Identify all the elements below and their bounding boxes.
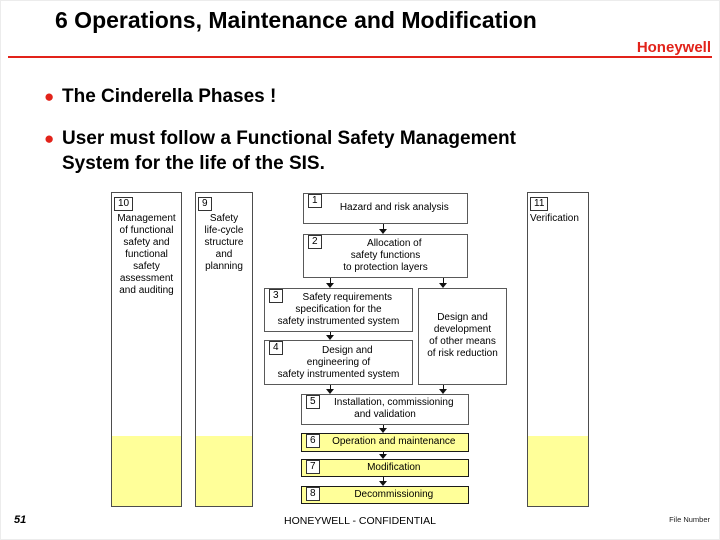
column-lifecycle-structure-planning: 9 Safety life-cycle structure and planni…	[195, 192, 253, 507]
column-label: Management of functional safety and func…	[117, 213, 176, 296]
step-box-7-modification: 7 Modification	[301, 459, 469, 477]
box-label: Operation and maintenance	[332, 436, 456, 447]
step-box-2-allocation-safety-functions: 2 Allocation of safety functions to prot…	[303, 234, 468, 278]
bullet-item: ● User must follow a Functional Safety M…	[44, 126, 516, 176]
column-management-of-functional-safety: 10 Management of functional safety and f…	[111, 192, 182, 507]
step-number-chip: 7	[306, 460, 320, 474]
step-box-8-decommissioning: 8 Decommissioning	[301, 486, 469, 504]
step-number-chip: 5	[306, 395, 320, 409]
column-label: Verification	[530, 213, 579, 224]
box-label: Decommissioning	[354, 489, 434, 500]
bullet-text: User must follow a Functional Safety Man…	[62, 128, 516, 174]
arrow-4-to-5	[326, 385, 335, 394]
step-number-chip: 11	[530, 197, 549, 211]
step-box-5-installation-commissioning: 5 Installation, commissioning and valida…	[301, 394, 469, 425]
honeywell-logo: Honeywell	[636, 39, 711, 56]
step-number-chip: 2	[308, 235, 322, 249]
step-box-3-safety-requirements-spec: 3 Safety requirements specification for …	[264, 288, 413, 332]
arrow-2-to-3	[326, 278, 335, 288]
box-label: Modification	[367, 462, 421, 473]
arrow-3-to-4	[326, 332, 335, 340]
column-verification: 11 Verification	[527, 192, 589, 507]
footer-confidential: HONEYWELL - CONFIDENTIAL	[284, 515, 436, 527]
step-number-chip: 1	[308, 194, 322, 208]
arrow-6-to-7	[379, 452, 388, 459]
step-number-chip: 6	[306, 434, 320, 448]
arrow-2-to-other-means	[439, 278, 448, 288]
step-box-1-hazard-risk-analysis: 1 Hazard and risk analysis	[303, 193, 468, 224]
step-number-chip: 3	[269, 289, 283, 303]
bullet-item: ● The Cinderella Phases !	[44, 84, 276, 109]
step-box-4-design-engineering-sis: 4 Design and engineering of safety instr…	[264, 340, 413, 385]
box-label: Design and development of other means of…	[427, 312, 498, 359]
box-label: Installation, commissioning and validati…	[334, 397, 454, 420]
column-label: Safety life-cycle structure and planning	[204, 213, 244, 272]
step-number-chip: 10	[114, 197, 134, 211]
slide-title: 6 Operations, Maintenance and Modificati…	[55, 7, 537, 33]
step-number-chip: 4	[269, 341, 283, 355]
box-label: Design and engineering of safety instrum…	[277, 345, 400, 380]
bullet-dot-icon: ●	[44, 129, 55, 148]
arrow-7-to-8	[379, 477, 388, 486]
arrow-5-to-6	[379, 425, 388, 433]
bullet-text: The Cinderella Phases !	[62, 86, 277, 107]
arrow-1-to-2	[379, 224, 388, 234]
column-yellow-fill	[112, 436, 181, 506]
box-label: Hazard and risk analysis	[339, 202, 449, 213]
step-number-chip: 9	[198, 197, 212, 211]
step-box-6-operation-maintenance: 6 Operation and maintenance	[301, 433, 469, 452]
column-yellow-fill	[528, 436, 588, 506]
box-label: Safety requirements specification for th…	[277, 292, 400, 327]
bullet-dot-icon: ●	[44, 87, 55, 106]
step-number-chip: 8	[306, 487, 320, 501]
page-number: 51	[14, 514, 27, 526]
box-label: Allocation of safety functions to protec…	[343, 238, 428, 273]
column-yellow-fill	[196, 436, 252, 506]
title-rule	[8, 56, 712, 58]
arrow-other-means-to-5	[439, 385, 448, 394]
footer-file-number: File Number	[669, 515, 710, 524]
box-other-means-risk-reduction: Design and development of other means of…	[418, 288, 507, 385]
